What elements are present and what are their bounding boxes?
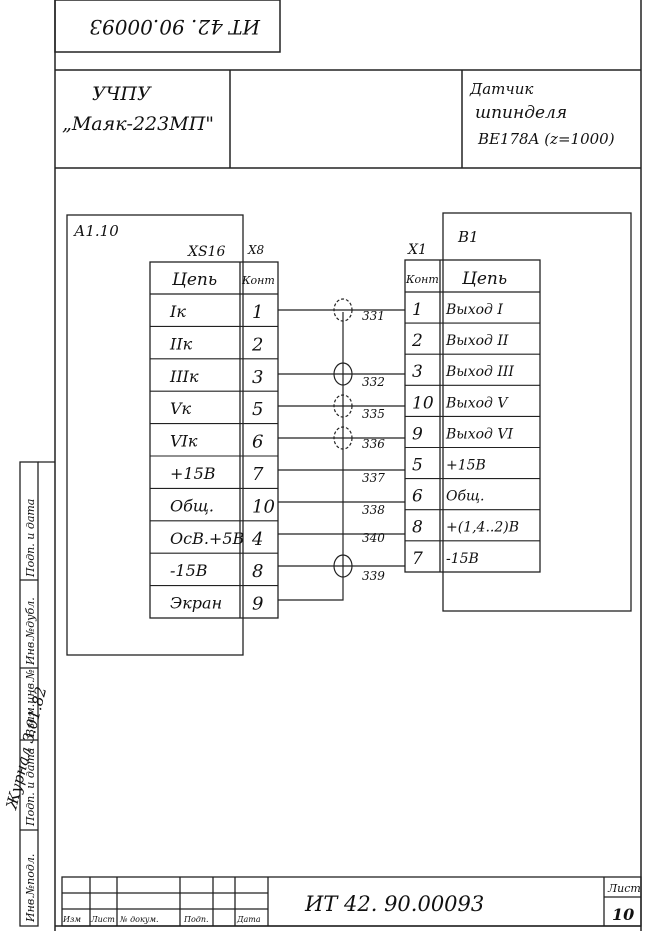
right-block-outline [442, 212, 632, 612]
left-row-contact: 1 [252, 302, 263, 323]
left-row-circuit: Iк [169, 302, 186, 321]
left-row-circuit: IIк [169, 334, 193, 353]
right-row-contact: 1 [412, 300, 423, 320]
side-strip-outline [19, 461, 39, 927]
left-row-circuit: VIк [170, 432, 198, 451]
left-row-circuit: ОсВ.+5В [170, 529, 245, 548]
right-col-circuit-header: Цепь [461, 269, 507, 289]
left-table-outline [149, 261, 279, 619]
right-connector-label: X1 [407, 242, 427, 258]
left-row-circuit: -15В [170, 561, 208, 580]
left-row-circuit: Экран [170, 594, 222, 613]
wire-label: 339 [362, 569, 385, 583]
right-row-circuit: Выход VI [445, 426, 513, 442]
title-block-col-label: № докум. [119, 915, 159, 924]
left-row-circuit: +15В [170, 464, 216, 483]
title-block-col-label: Дата [236, 915, 261, 924]
right-block-title: В1 [457, 228, 479, 246]
right-row-circuit: +15В [446, 458, 486, 474]
right-row-contact: 10 [412, 393, 434, 413]
wire-label: 332 [362, 375, 385, 389]
side-label-inv-podl: Инв.№подл. [24, 854, 37, 923]
right-row-circuit: +(1,4..2)В [446, 520, 519, 536]
right-row-circuit: Выход V [445, 395, 509, 411]
left-row-contact: 3 [252, 367, 263, 388]
header-left-line1: УЧПУ [92, 83, 152, 105]
left-row-contact: 2 [251, 334, 263, 355]
side-label-vzam: Взам.инв.№ [24, 669, 37, 738]
wire-label: 331 [362, 309, 385, 323]
side-label-podp-data2: Подп. и дата [24, 499, 37, 578]
header-right-line2: шпинделя [475, 103, 567, 123]
title-block-outline [61, 876, 642, 927]
top-stamp-text: ИТ 42. 90.00093 [89, 15, 261, 39]
wire-label: 335 [362, 407, 385, 421]
side-label-inv-dubl: Инв.№дубл. [24, 597, 37, 666]
left-row-contact: 8 [252, 561, 263, 582]
right-row-contact: 6 [412, 487, 423, 507]
wire-label: 337 [362, 471, 385, 485]
left-row-contact: 7 [252, 464, 264, 485]
right-row-contact: 5 [412, 456, 423, 476]
top-stamp-box [54, 0, 281, 53]
title-block-sheet-number: 10 [612, 905, 634, 924]
wire-label: 338 [362, 503, 385, 517]
left-row-circuit: Vк [170, 399, 192, 418]
left-row-contact: 6 [252, 432, 263, 453]
right-row-contact: 2 [411, 331, 423, 351]
left-block-outline [66, 214, 244, 656]
right-row-circuit: Выход I [445, 302, 503, 318]
left-col-circuit-header: Цепь [171, 270, 217, 290]
left-row-contact: 4 [251, 529, 263, 550]
right-row-contact: 3 [412, 362, 423, 382]
right-col-contact-header: Конт [405, 273, 439, 286]
title-block-col-label: Подп. [183, 915, 209, 924]
left-block-title: А1.10 [73, 222, 119, 240]
title-block-doc-number: ИТ 42. 90.00093 [304, 892, 484, 916]
title-block-col-label: Изм [62, 915, 81, 924]
right-row-circuit: Выход II [445, 333, 509, 349]
right-row-contact: 7 [412, 549, 423, 569]
left-row-contact: 9 [252, 594, 263, 615]
right-row-circuit: -15В [446, 551, 479, 567]
wire-label: 340 [362, 531, 385, 545]
title-block-sheet-label: Лист [607, 882, 641, 895]
left-row-contact: 5 [252, 399, 263, 420]
title-block-col-label: Лист [90, 915, 115, 924]
left-connector-label: XS16 [187, 244, 225, 260]
left-col-contact-header: Конт [241, 274, 275, 287]
right-row-contact: 9 [412, 424, 423, 444]
right-row-circuit: Выход III [445, 364, 514, 380]
header-right-line3: BE178A (z=1000) [477, 130, 615, 148]
left-row-contact: 10 [252, 496, 275, 517]
left-connector-alt: X8 [247, 243, 265, 257]
wire-label: 336 [362, 437, 385, 451]
right-row-contact: 8 [412, 518, 423, 538]
header-left-line2: „Маяк-223МП" [62, 113, 214, 135]
left-row-circuit: IIIк [169, 367, 199, 386]
left-row-circuit: Общ. [170, 496, 214, 515]
side-label-podp-data1: Подп. и дата [24, 748, 37, 827]
right-row-circuit: Общ. [446, 489, 485, 505]
header-right-line1: Датчик [469, 80, 533, 98]
